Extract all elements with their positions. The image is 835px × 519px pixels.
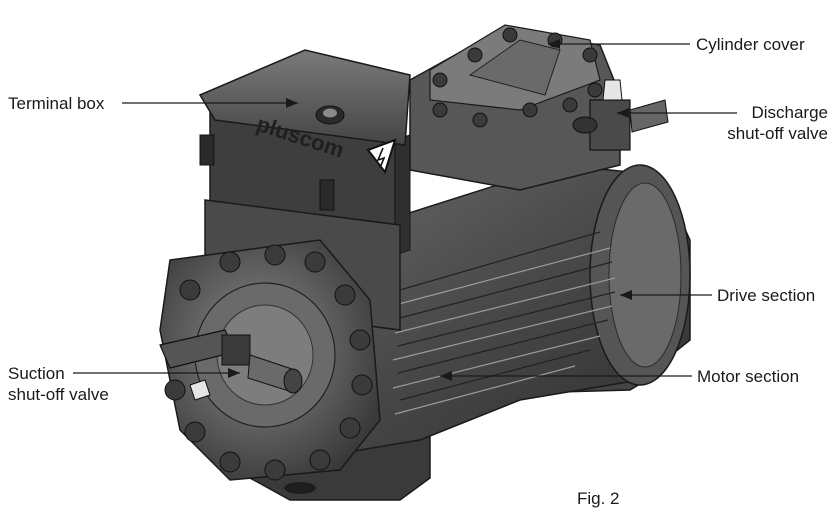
leader-lines: [73, 43, 737, 377]
callout-discharge-valve-line1: Discharge: [751, 103, 828, 122]
callout-discharge-valve: Discharge shut-off valve: [700, 102, 828, 144]
callout-suction-valve: Suction shut-off valve: [8, 363, 109, 405]
callout-suction-valve-line1: Suction: [8, 364, 65, 383]
callout-drive-section: Drive section: [717, 286, 816, 305]
callout-terminal-box: Terminal box: [8, 94, 105, 113]
cylinder-cover-shape: [409, 24, 621, 191]
callout-cylinder-cover: Cylinder cover: [696, 35, 805, 54]
callout-suction-valve-line2: shut-off valve: [8, 385, 109, 404]
callout-motor-section: Motor section: [697, 367, 800, 386]
flange-bolts: [164, 244, 373, 481]
discharge-valve-shape: [572, 79, 669, 151]
cooling-ribs: [392, 231, 616, 415]
cover-bolts: [432, 27, 603, 128]
warning-icon: [366, 138, 397, 175]
suction-valve-shape: [159, 329, 303, 401]
figure-caption: Fig. 2: [577, 489, 620, 508]
leader-arrowheads: [228, 39, 632, 381]
callout-discharge-valve-line2: shut-off valve: [727, 124, 828, 143]
